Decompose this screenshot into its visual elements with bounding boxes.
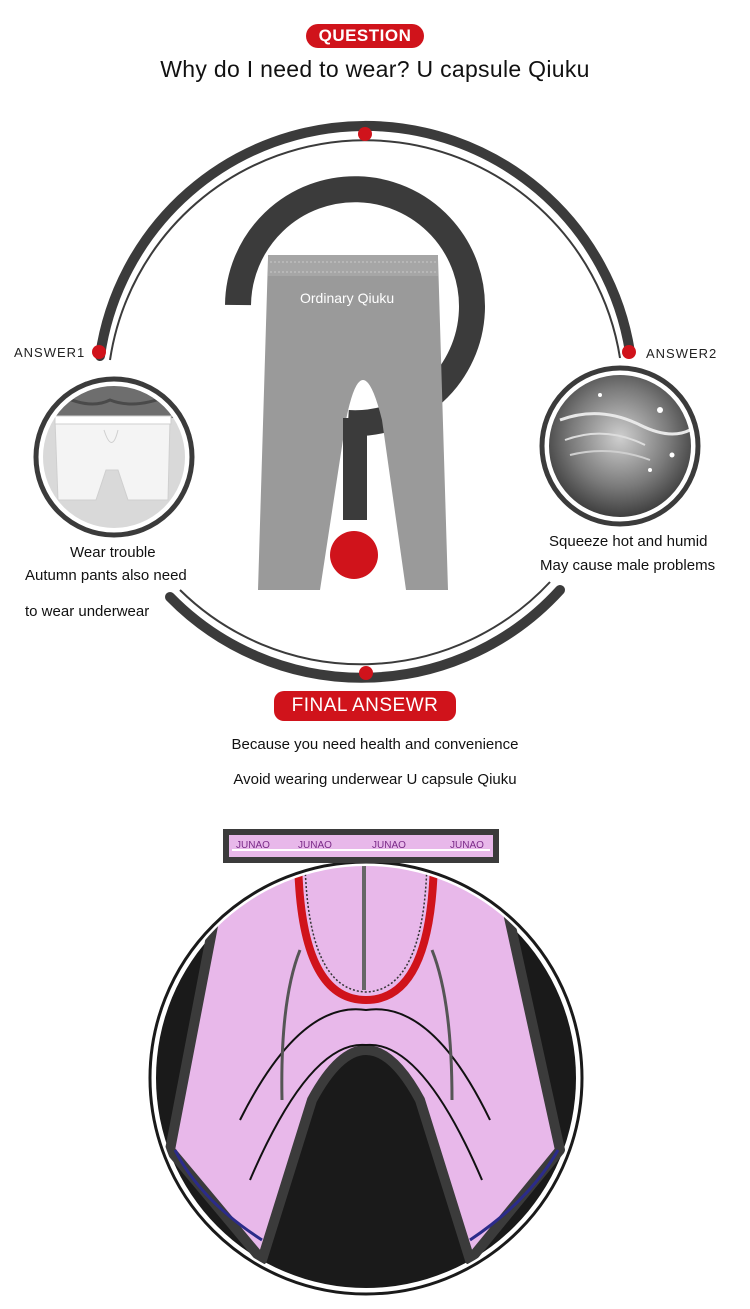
page-title: Why do I need to wear? U capsule Qiuku [160,56,590,82]
final-answer-line: Because you need health and convenience [231,736,519,753]
ring-dot-bottom [359,666,373,680]
brand-mark: JUNAO [450,840,484,851]
answer2-image [539,365,701,527]
answer2-line: May cause male problems [540,557,716,574]
answer1-line: Wear trouble [70,544,156,561]
ring-dot-top [358,127,372,141]
pants-label: Ordinary Qiuku [300,290,395,306]
question-badge: QUESTION [306,24,424,48]
answer1-line: Autumn pants also need [25,567,187,584]
answer2-line: Squeeze hot and humid [549,533,708,550]
ring-dot-right [622,345,636,359]
answer1-label: ANSWER1 [14,345,86,360]
ring-dot-left [92,345,106,359]
answer1-line: to wear underwear [25,603,150,620]
product-illustration [148,829,584,1296]
ordinary-pants-illustration [258,255,448,590]
outer-ring-top [95,120,635,361]
question-mark-stem [343,418,367,520]
inner-ring-bottom [179,581,551,666]
final-answer-line: Avoid wearing underwear U capsule Qiuku [233,771,517,788]
brand-mark: JUNAO [372,840,406,851]
brand-mark: JUNAO [236,840,270,851]
brand-mark: JUNAO [298,840,332,851]
answer2-label: ANSWER2 [646,346,718,361]
answer1-image [33,376,195,538]
final-answer-badge: FINAL ANSEWR [274,691,456,721]
question-mark-dot [330,531,378,579]
